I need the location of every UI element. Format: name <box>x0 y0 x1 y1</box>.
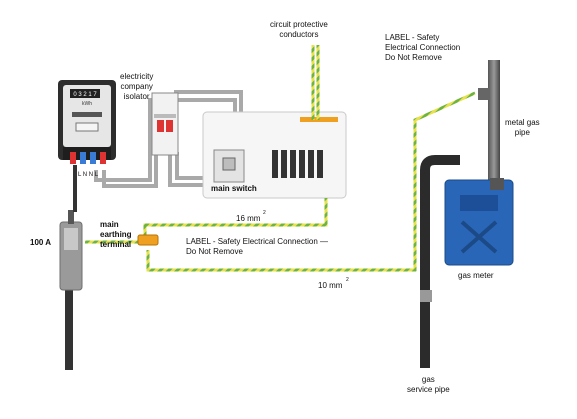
label-safety-top: LABEL - Safety Electrical Connection Do … <box>385 33 461 62</box>
electricity-meter: 0 3 2 1 7 kWh L N N L <box>58 80 116 178</box>
label-electricity-company-isolator: electricity company isolator <box>120 72 154 101</box>
label-main-earthing-terminal: main earthing terminal <box>100 220 132 249</box>
main-earthing-terminal <box>137 234 159 246</box>
main-fuse-cutout <box>59 210 83 291</box>
label-main-switch: main switch <box>211 184 257 193</box>
service-cable <box>65 285 73 370</box>
label-safety-middle: LABEL - Safety Electrical Connection — D… <box>186 237 328 256</box>
sixteen-mm-superscript: 2 <box>263 210 266 216</box>
company-isolator <box>151 92 179 156</box>
label-100a: 100 A <box>30 238 52 247</box>
label-metal-gas-pipe: metal gas pipe <box>505 118 540 137</box>
label-gas-service-pipe: gas service pipe <box>407 375 450 394</box>
label-gas-meter: gas meter <box>458 271 494 280</box>
meter-unit: kWh <box>82 101 92 107</box>
label-circuit-protective-conductors: circuit protective conductors <box>270 20 328 39</box>
earth-conductors <box>85 45 476 272</box>
label-10mm: 10 mm <box>318 281 343 290</box>
meter-terminals: L N N L <box>78 172 99 178</box>
meter-display: 0 3 2 1 7 <box>73 92 97 98</box>
ten-mm-superscript: 2 <box>346 277 349 283</box>
label-16mm: 16 mm <box>236 214 261 223</box>
gas-installation <box>420 60 514 368</box>
